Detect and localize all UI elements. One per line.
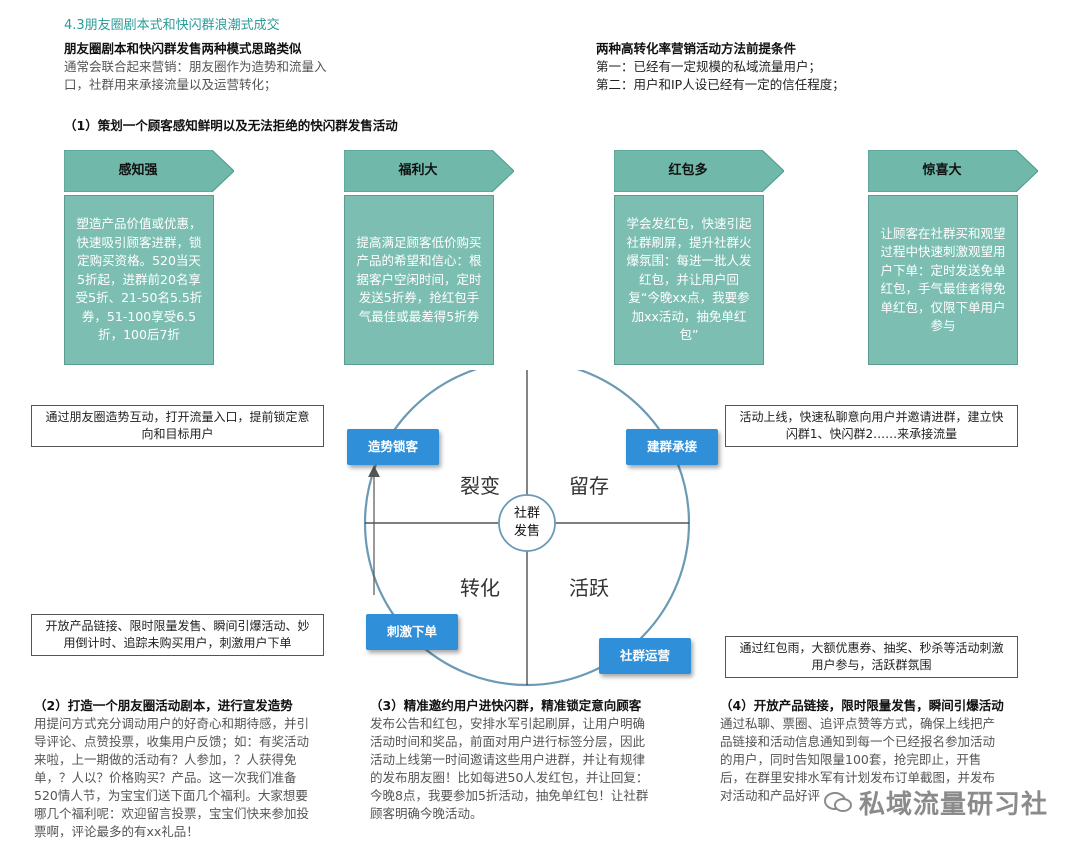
redpacket-box: 学会发红包，快速引起社群刷屏，提升社群火爆氛围：每进一批人发红包，并让用户回复“…	[614, 195, 764, 365]
section-2-line: 哪几个福利呢：欢迎留言投票，宝宝们快来参加投	[34, 806, 310, 821]
section-2-line: 票啊，评论最多的有xx礼品！	[34, 824, 199, 839]
chevron-label: 福利大	[398, 163, 438, 178]
section-4-line: 后，在群里安排水军有计划发布订单截图，并发布	[720, 770, 996, 785]
left-intro-heading: 朋友圈剧本和快闪群发售两种模式思路类似	[64, 41, 302, 56]
section-4: （4）开放产品链接，限时限量发售，瞬间引爆活动 通过私聊、票圈、追评点赞等方式，…	[720, 697, 1030, 805]
left-intro: 朋友圈剧本和快闪群发售两种模式思路类似 通常会联合起来营销：朋友圈作为造势和流量…	[64, 40, 364, 94]
section-2-line: 520情人节，为宝宝们送下面几个福利。大家想要	[34, 788, 308, 803]
note-top-left: 通过朋友圈造势互动，打开流量入口，提前锁定意向和目标用户	[31, 405, 324, 447]
right-intro: 两种高转化率营销活动方法前提条件 第一：已经有一定规模的私域流量用户； 第二：用…	[596, 40, 916, 94]
quadrant-conversion: 转化	[460, 576, 500, 600]
chevron-redpacket: 红包多	[614, 150, 784, 192]
chevron-label: 感知强	[118, 163, 158, 178]
benefit-box: 提高满足顾客低价购买产品的希望和信心：根据客户空闲时间，定时发送5折券，抢红包手…	[344, 195, 494, 365]
note-top-right: 活动上线，快速私聊意向用户并邀请进群，建立快闪群1、快闪群2……来承接流量	[725, 405, 1018, 447]
watermark: 私域流量研习社	[823, 784, 1048, 821]
section-2-line: 单，？人以？价格购买？产品。这一次我们准备	[34, 770, 297, 785]
section-2-line: 用提问方式充分调动用户的好奇心和期待感，并引	[34, 716, 310, 731]
left-intro-line: 通常会联合起来营销：朋友圈作为造势和流量入	[64, 59, 327, 74]
left-intro-line: 口，社群用来承接流量以及运营转化；	[64, 77, 277, 92]
right-intro-line: 第二：用户和IP人设已经有一定的信任程度；	[596, 77, 845, 92]
wechat-icon	[823, 790, 853, 821]
section-3-line: 发布公告和红包，安排水军引起刷屏，让用户明确	[370, 716, 646, 731]
section-4-line: 通过私聊、票圈、追评点赞等方式，确保上线把产	[720, 716, 996, 731]
center-label: 社群 发售	[497, 505, 557, 541]
section-4-line: 品链接和活动信息通知到每一个已经报名参加活动	[720, 734, 996, 749]
section-3: （3）精准邀约用户进快闪群，精准锁定意向顾客 发布公告和红包，安排水军引起刷屏，…	[370, 697, 670, 823]
quadrant-retention: 留存	[569, 474, 609, 498]
section-2-line: 来啦，上一期做的活动有？人参加，？人获得免	[34, 752, 297, 767]
build-group-button[interactable]: 建群承接	[626, 429, 718, 465]
section-4-line: 的用户，同时告知限量100套，抢完即止，开售	[720, 752, 982, 767]
section-3-line: 活动上线第一时间邀请这些用户进群，并让有规律	[370, 752, 646, 767]
note-bottom-right: 通过红包雨，大额优惠券、抽奖、秒杀等活动刺激用户参与，活跃群氛围	[725, 636, 1018, 678]
section-2-heading: （2）打造一个朋友圈活动剧本，进行宣发造势	[34, 698, 293, 713]
note-bottom-left: 开放产品链接、限时限量发售、瞬间引爆活动、妙用倒计时、追踪未购买用户，刺激用户下…	[31, 614, 324, 656]
section-2: （2）打造一个朋友圈活动剧本，进行宣发造势 用提问方式充分调动用户的好奇心和期待…	[34, 697, 334, 841]
right-intro-line: 第一：已经有一定规模的私域流量用户；	[596, 59, 822, 74]
watermark-text: 私域流量研习社	[858, 790, 1048, 820]
perception-box: 塑造产品价值或优惠，快速吸引顾客进群，锁定购买资格。520当天5折起，进群前20…	[64, 195, 214, 365]
cycle-diagram	[363, 370, 691, 687]
center-circle	[498, 494, 556, 552]
chevron-label: 惊喜大	[922, 163, 962, 178]
chevron-surprise: 惊喜大	[868, 150, 1038, 192]
section-4-line: 对活动和产品好评	[720, 788, 821, 803]
center-line: 社群	[513, 506, 540, 521]
chevron-label: 红包多	[668, 163, 708, 178]
section-2-line: 导评论、点赞投票，收集用户反馈；如：有奖活动	[34, 734, 310, 749]
step1-heading: （1）策划一个顾客感知鲜明以及无法拒绝的快闪群发售活动	[64, 118, 398, 133]
section-3-line: 今晚8点，我要参加5折活动，抽免单红包！让社群	[370, 788, 649, 803]
quadrant-active: 活跃	[569, 576, 609, 600]
section-3-line: 活动时间和奖品，前面对用户进行标签分层，因此	[370, 734, 646, 749]
community-ops-button[interactable]: 社群运营	[599, 638, 691, 674]
stimulate-order-button[interactable]: 刺激下单	[366, 614, 458, 650]
center-line: 发售	[513, 524, 540, 539]
build-momentum-button[interactable]: 造势锁客	[347, 429, 439, 465]
chevron-benefit: 福利大	[344, 150, 514, 192]
section-3-line: 的发布朋友圈！比如每进50人发红包，并让回复：	[370, 770, 649, 785]
quadrant-fission: 裂变	[460, 474, 500, 498]
chevron-perception: 感知强	[64, 150, 234, 192]
surprise-box: 让顾客在社群买和观望过程中快速刺激观望用户下单：定时发送免单红包，手气最佳者得免…	[868, 195, 1018, 365]
section-3-line: 顾客明确今晚活动。	[370, 806, 483, 821]
section-4-heading: （4）开放产品链接，限时限量发售，瞬间引爆活动	[720, 698, 1004, 713]
section-3-heading: （3）精准邀约用户进快闪群，精准锁定意向顾客	[370, 698, 642, 713]
right-intro-heading: 两种高转化率营销活动方法前提条件	[596, 41, 797, 56]
section-title: 4.3朋友圈剧本式和快闪群浪潮式成交	[64, 18, 280, 33]
